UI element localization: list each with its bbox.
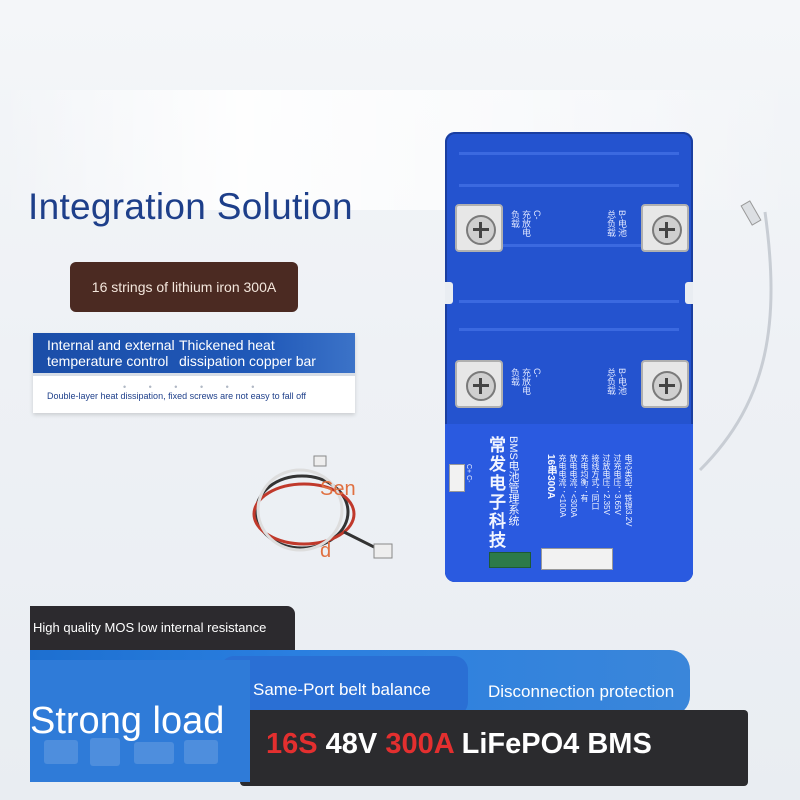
screw-icon [652, 215, 682, 245]
board-notch [445, 282, 453, 304]
c-minus-terminal [455, 360, 503, 408]
ghost-block [44, 740, 78, 764]
sensor-label-part: d [320, 540, 332, 562]
info-line2a: Thickened heat [179, 337, 275, 353]
info-dots: • • • • • • [123, 382, 265, 392]
ghost-block [90, 738, 120, 766]
port-label: C+ C- [465, 464, 472, 483]
heatsink-fin [459, 300, 679, 303]
screw-icon [466, 371, 496, 401]
spec-badge-text: 16 strings of lithium iron 300A [91, 279, 277, 295]
feature-info-box: Internal and external temperature contro… [33, 333, 355, 413]
info-line2b: dissipation copper bar [179, 353, 316, 369]
ghost-block [184, 740, 218, 764]
info-header-bar [33, 333, 355, 373]
pcb-strip [489, 552, 531, 568]
screw-icon [652, 371, 682, 401]
control-board: 常发电子科技 BMS电池管理系统 16串300A 电芯类型：铁锂3.2V 过充电… [445, 424, 693, 582]
sensor-label-part: Sen [320, 478, 356, 500]
model-name: 16串300A [545, 454, 556, 500]
c-minus-label: C- 充放电 负载 [510, 210, 542, 237]
strong-load-panel [30, 660, 250, 782]
heat-dissipation-text: Thickened heat dissipation copper bar [179, 337, 316, 369]
c-minus-label: C- 充放电 负载 [510, 368, 542, 395]
b-minus-label: B-电池 总负载 [606, 368, 627, 395]
spec-part: 300A [385, 728, 454, 760]
spec-part: 16S [266, 728, 318, 760]
heatsink-fin [459, 152, 679, 155]
page-title: Integration Solution [28, 186, 353, 227]
info-divider [33, 373, 355, 376]
screw-icon [466, 215, 496, 245]
info-caption: Double-layer heat dissipation, fixed scr… [47, 391, 306, 401]
board-notch [685, 282, 693, 304]
heatsink-fin [459, 244, 679, 247]
spec-table: 电芯类型：铁锂3.2V 过充电压：3.65V 过放电压：2.35V 接线方式：同… [558, 454, 633, 527]
spec-dark-bar [240, 710, 748, 786]
spec-badge: 16 strings of lithium iron 300A [70, 262, 298, 312]
b-minus-label: B-电池 总负载 [606, 210, 627, 237]
b-minus-terminal [641, 360, 689, 408]
temperature-sensor-wire [698, 200, 773, 472]
balance-wire-harness [252, 455, 393, 559]
same-port-text: Same-Port belt balance [253, 680, 431, 699]
info-line1a: Internal and external [47, 337, 175, 353]
strong-load-text: Strong load [30, 700, 225, 742]
port-connector [449, 464, 465, 492]
spec-part: LiFePO4 BMS [453, 728, 652, 760]
heatsink-fin [459, 328, 679, 331]
brand-subtitle: BMS电池管理系统 [507, 436, 519, 526]
same-port-pill [220, 656, 468, 716]
bms-spec-line: 16S 48V 300A LiFePO4 BMS [266, 728, 652, 761]
balance-connector [541, 548, 613, 570]
temperature-control-text: Internal and external temperature contro… [47, 337, 197, 369]
b-minus-terminal [641, 204, 689, 252]
disconnection-text: Disconnection protection [488, 682, 675, 701]
info-line1b: temperature control [47, 353, 169, 369]
c-minus-terminal [455, 204, 503, 252]
ghost-components [44, 730, 234, 780]
brand-name: 常发电子科技 [486, 436, 505, 550]
ghost-block [134, 742, 174, 764]
bms-board: C- 充放电 负载 B-电池 总负载 C- 充放电 负载 B-电池 总负载 常发… [445, 132, 693, 582]
heatsink-fin [459, 184, 679, 187]
spec-part: 48V [317, 728, 386, 760]
